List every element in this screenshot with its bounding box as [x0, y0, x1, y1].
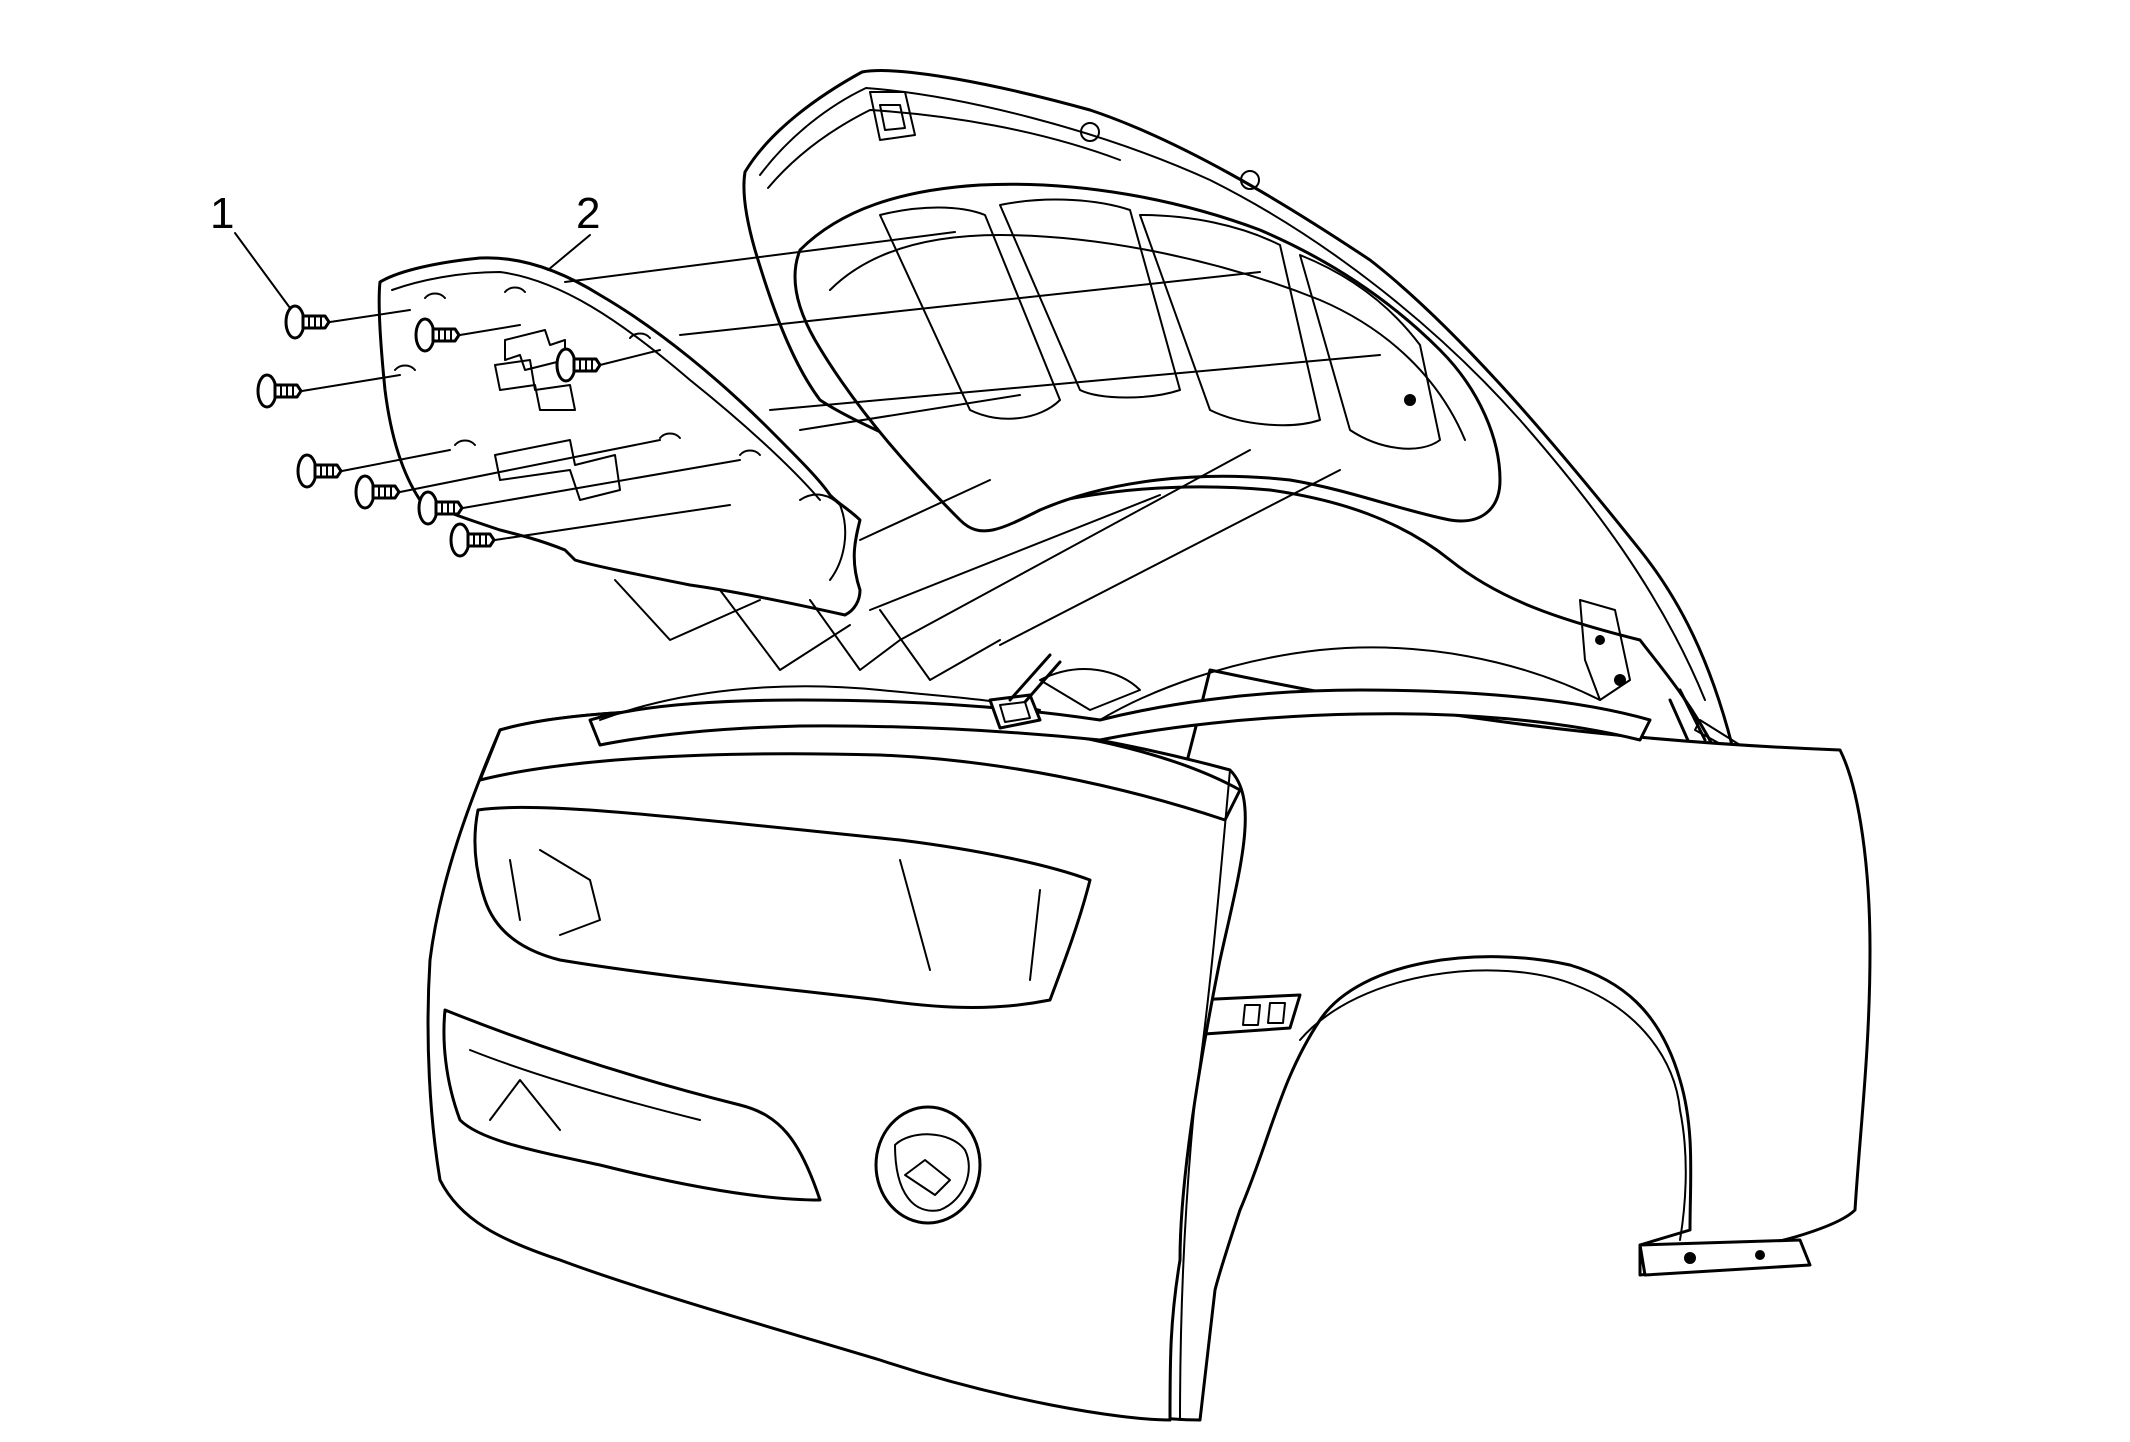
- insulator-hole-4: [394, 364, 416, 371]
- fastener-line-1: [329, 309, 411, 323]
- hood-rib-3: [1139, 214, 1321, 427]
- fastener-line-7: [462, 459, 741, 509]
- alignment-lines: [301, 231, 1381, 646]
- breakaway-symbol-2: [494, 359, 576, 411]
- fastener-6: [354, 474, 401, 510]
- hood-bumper-left: [1080, 122, 1100, 142]
- hinge-bolt-2: [1595, 635, 1605, 645]
- hood-align-line-3: [769, 354, 1381, 411]
- fastener-line-6: [399, 439, 661, 493]
- hood-align-line-1: [564, 231, 956, 283]
- upper-grille-opening: [473, 805, 1092, 1009]
- fastener-line-2: [459, 324, 521, 336]
- fastener-5: [296, 453, 343, 489]
- insulator-hole-6: [659, 432, 681, 439]
- latch-detail: [999, 701, 1031, 723]
- hood-latch: [869, 91, 916, 141]
- hood-bumper-right: [1240, 170, 1260, 190]
- hood-align-line-5: [859, 479, 991, 541]
- fastener-line-8: [494, 504, 731, 541]
- fastener-4: [256, 373, 303, 409]
- hood-edge-line: [759, 87, 1706, 701]
- fastener-line-5: [341, 449, 451, 472]
- hood: [742, 69, 1741, 753]
- hood-align-line-8: [999, 469, 1341, 646]
- engine-bay-opening: [588, 688, 1652, 747]
- fastener-1: [284, 304, 331, 340]
- hood-right-hinge: [1579, 599, 1631, 701]
- hood-prop-mount: [1039, 668, 1141, 711]
- insulator-hole-2: [504, 286, 526, 293]
- fastener-line-4: [301, 374, 401, 392]
- insulator-lower-edge-4: [879, 609, 1001, 681]
- engine-compartment: [588, 646, 1652, 747]
- insulator-hole-5: [454, 439, 476, 446]
- fasteners: [256, 304, 602, 558]
- callout-1-leader: [234, 232, 291, 309]
- grille-inner-right: [899, 859, 1041, 981]
- insulator-notch: [799, 493, 847, 581]
- fastener-2: [414, 317, 461, 353]
- insulator-lower-edge-1: [614, 579, 761, 641]
- callouts: 1 2: [210, 189, 600, 309]
- hood-align-line-4: [799, 394, 1021, 431]
- lower-air-intake: [442, 1008, 822, 1202]
- engine-bay-rim-right: [1099, 646, 1601, 721]
- radiator-support-latch: [988, 693, 1042, 730]
- fastener-7: [417, 490, 464, 526]
- hood-strut-right: [1668, 688, 1707, 747]
- fastener-8: [449, 522, 496, 558]
- callout-2-leader: [547, 234, 591, 271]
- fastener-line-3: [599, 349, 661, 366]
- intake-inner-detail: [469, 1049, 701, 1131]
- fog-lamp-bezel: [874, 1105, 982, 1225]
- vehicle-front: [426, 668, 1872, 1422]
- fog-lamp-lens: [894, 1133, 970, 1212]
- insulator-inner-edge: [391, 271, 821, 501]
- bracket-bolt-1: [1684, 1252, 1696, 1264]
- hood-inner-contour: [829, 234, 1466, 441]
- hood-rear-edge: [767, 109, 1121, 189]
- hood-insulator: [377, 256, 1001, 681]
- hinge-bolt-1: [1614, 674, 1626, 686]
- breakaway-symbol-3: [494, 439, 621, 501]
- hood-rib-1: [879, 206, 1061, 420]
- hood-align-line-7: [899, 449, 1251, 641]
- fascia-fender-seam: [1179, 769, 1231, 1421]
- callout-1-label: 1: [210, 189, 234, 238]
- insulator-hole-7: [739, 449, 761, 456]
- insulator-lower-edge-2: [719, 589, 851, 671]
- hood-strut-left: [1008, 653, 1062, 704]
- hood-align-line-6: [869, 494, 1161, 611]
- grille-inner-left: [509, 849, 601, 936]
- bracket-bolt-2: [1755, 1250, 1765, 1260]
- insulator-lower-edge-3: [809, 599, 901, 671]
- insulator-hole-3: [629, 332, 651, 339]
- side-marker-detail: [1242, 1002, 1286, 1026]
- hood-rib-2: [999, 198, 1181, 399]
- hood-rib-4: [1299, 254, 1441, 450]
- hood-stud: [1404, 394, 1416, 406]
- hood-align-line-2: [679, 271, 1261, 336]
- fender-wheel-flange: [1299, 969, 1687, 1241]
- callout-2-label: 2: [576, 189, 600, 238]
- fog-lamp-detail: [904, 1159, 951, 1196]
- hood-inner-frame: [793, 182, 1502, 533]
- fender-lower-bracket: [1638, 1238, 1812, 1277]
- fastener-3: [555, 347, 602, 383]
- insulator-hole-1: [424, 292, 446, 299]
